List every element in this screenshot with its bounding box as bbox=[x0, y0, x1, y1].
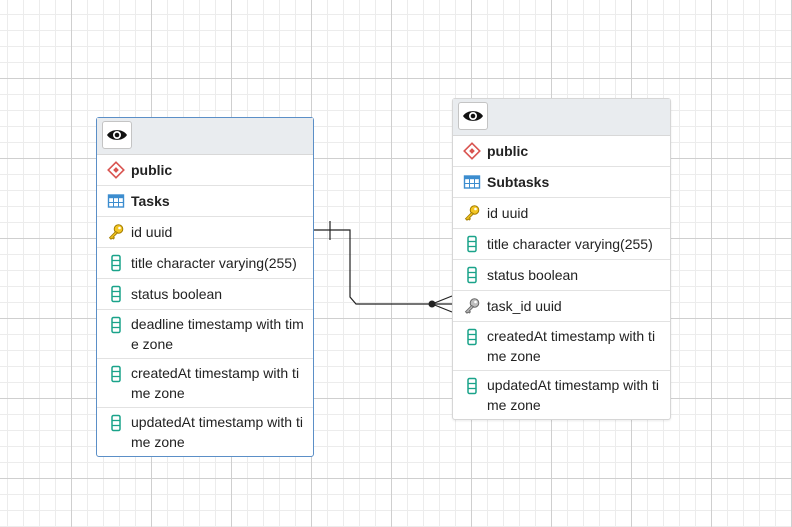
schema-icon bbox=[463, 142, 481, 160]
column-icon bbox=[463, 235, 481, 253]
column-icon bbox=[107, 365, 125, 383]
schema-row-label: public bbox=[487, 143, 529, 159]
foreign-key-icon bbox=[463, 297, 481, 315]
column-row-label: id uuid bbox=[131, 224, 173, 240]
table-name-row-label: Tasks bbox=[131, 193, 170, 209]
column-row-label: status boolean bbox=[487, 267, 579, 283]
eye-icon bbox=[106, 128, 128, 142]
column-row[interactable]: title character varying(255) bbox=[97, 248, 313, 279]
crowfoot-lower bbox=[431, 303, 453, 313]
column-row[interactable]: title character varying(255) bbox=[453, 229, 670, 260]
table-node-header bbox=[453, 99, 670, 136]
column-row[interactable]: updatedAt timestamp with time zone bbox=[453, 371, 670, 419]
column-row-label: title character varying(255) bbox=[487, 236, 653, 252]
column-icon bbox=[107, 414, 125, 432]
table-name-row[interactable]: Tasks bbox=[97, 186, 313, 217]
crowfoot-upper bbox=[431, 295, 453, 305]
column-row[interactable]: status boolean bbox=[97, 279, 313, 310]
column-row[interactable]: updatedAt timestamp with time zone bbox=[97, 408, 313, 456]
column-icon bbox=[463, 377, 481, 395]
column-icon bbox=[107, 285, 125, 303]
toggle-details-button[interactable] bbox=[458, 102, 488, 130]
table-node-header bbox=[97, 118, 313, 155]
column-row[interactable]: status boolean bbox=[453, 260, 670, 291]
link-line bbox=[314, 229, 432, 305]
column-row-label: deadline timestamp with time zone bbox=[131, 316, 304, 352]
table-icon bbox=[463, 173, 481, 191]
column-row-label: updatedAt timestamp with time zone bbox=[487, 377, 659, 413]
column-row-label: createdAt timestamp with time zone bbox=[487, 328, 656, 364]
column-icon bbox=[463, 266, 481, 284]
eye-icon bbox=[462, 109, 484, 123]
column-row-label: task_id uuid bbox=[487, 298, 562, 314]
column-row[interactable]: createdAt timestamp with time zone bbox=[453, 322, 670, 371]
column-row-label: status boolean bbox=[131, 286, 223, 302]
schema-row[interactable]: public bbox=[453, 136, 670, 167]
column-row[interactable]: task_id uuid bbox=[453, 291, 670, 322]
column-row-label: id uuid bbox=[487, 205, 529, 221]
column-icon bbox=[107, 254, 125, 272]
column-row[interactable]: id uuid bbox=[97, 217, 313, 248]
primary-key-icon bbox=[107, 223, 125, 241]
toggle-details-button[interactable] bbox=[102, 121, 132, 149]
schema-row-label: public bbox=[131, 162, 173, 178]
column-icon bbox=[463, 328, 481, 346]
column-row-label: title character varying(255) bbox=[131, 255, 297, 271]
table-icon bbox=[107, 192, 125, 210]
column-row-label: updatedAt timestamp with time zone bbox=[131, 414, 303, 450]
column-icon bbox=[107, 316, 125, 334]
schema-row[interactable]: public bbox=[97, 155, 313, 186]
column-row[interactable]: id uuid bbox=[453, 198, 670, 229]
relationship-link[interactable] bbox=[314, 221, 453, 313]
column-row[interactable]: deadline timestamp with time zone bbox=[97, 310, 313, 359]
schema-icon bbox=[107, 161, 125, 179]
column-row[interactable]: createdAt timestamp with time zone bbox=[97, 359, 313, 408]
column-row-label: createdAt timestamp with time zone bbox=[131, 365, 300, 401]
primary-key-icon bbox=[463, 204, 481, 222]
table-name-row[interactable]: Subtasks bbox=[453, 167, 670, 198]
table-name-row-label: Subtasks bbox=[487, 174, 550, 190]
